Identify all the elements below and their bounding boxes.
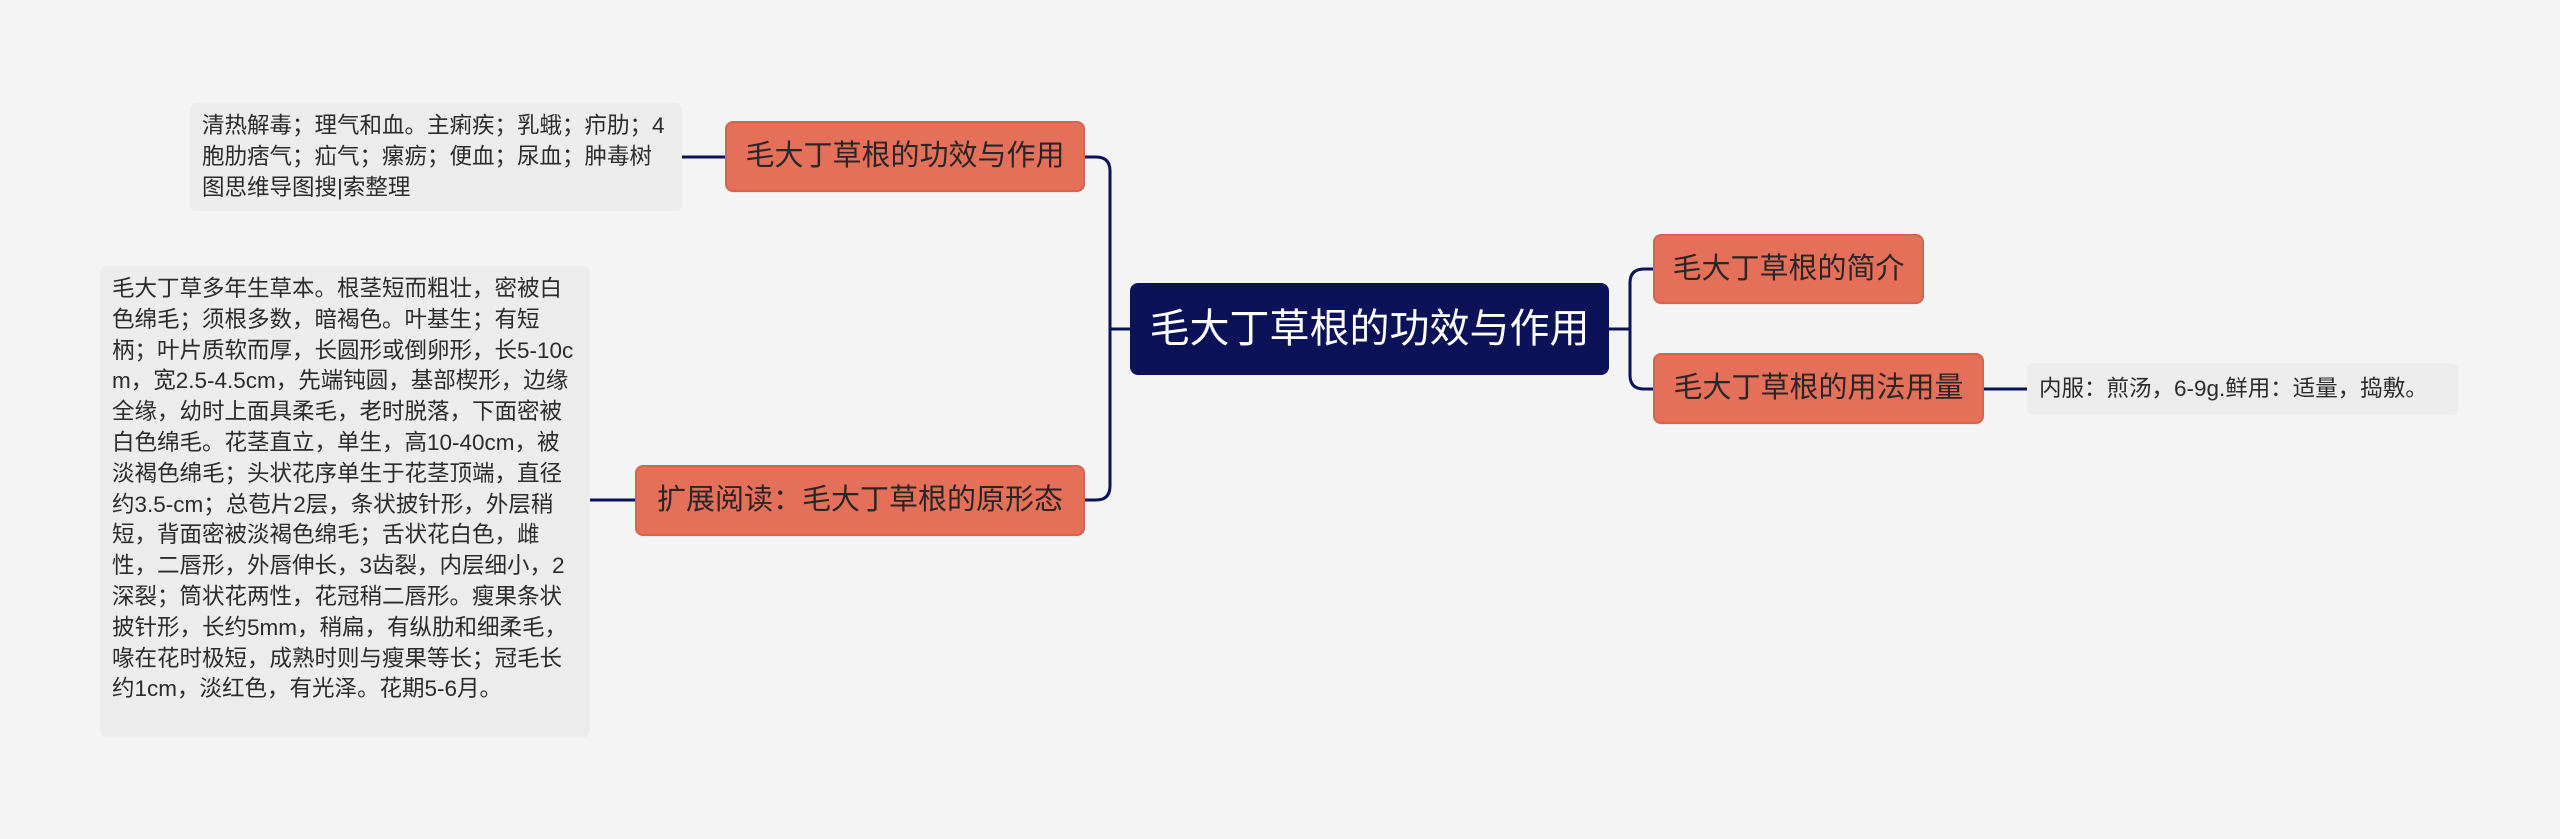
branch-topic-introduction[interactable]: 毛大丁草根的简介: [1653, 234, 1924, 304]
branch-topic-function[interactable]: 毛大丁草根的功效与作用: [725, 121, 1085, 192]
connector-to-intro-branch: [1628, 267, 1655, 331]
branch-topic-usage-dosage[interactable]: 毛大丁草根的用法用量: [1653, 353, 1984, 424]
branch-topic-extended-reading[interactable]: 扩展阅读：毛大丁草根的原形态: [635, 465, 1085, 536]
root-topic[interactable]: 毛大丁草根的功效与作用: [1130, 283, 1609, 375]
connector-to-usage-branch: [1628, 327, 1655, 391]
connector-to-func-branch: [1083, 155, 1112, 331]
leaf-usage-details: 内服：煎汤，6-9g.鲜用：适量，捣敷。: [2027, 363, 2458, 415]
leaf-morphology-details: 毛大丁草多年生草本。根茎短而粗壮，密被白色绵毛；须根多数，暗褐色。叶基生；有短柄…: [100, 266, 590, 737]
leaf-function-details: 清热解毒；理气和血。主痢疾；乳蛾；疖肋；4胞肋痞气；疝气；瘰疬；便血；尿血；肿毒…: [190, 103, 682, 211]
connector-to-ext-branch: [1083, 327, 1112, 502]
